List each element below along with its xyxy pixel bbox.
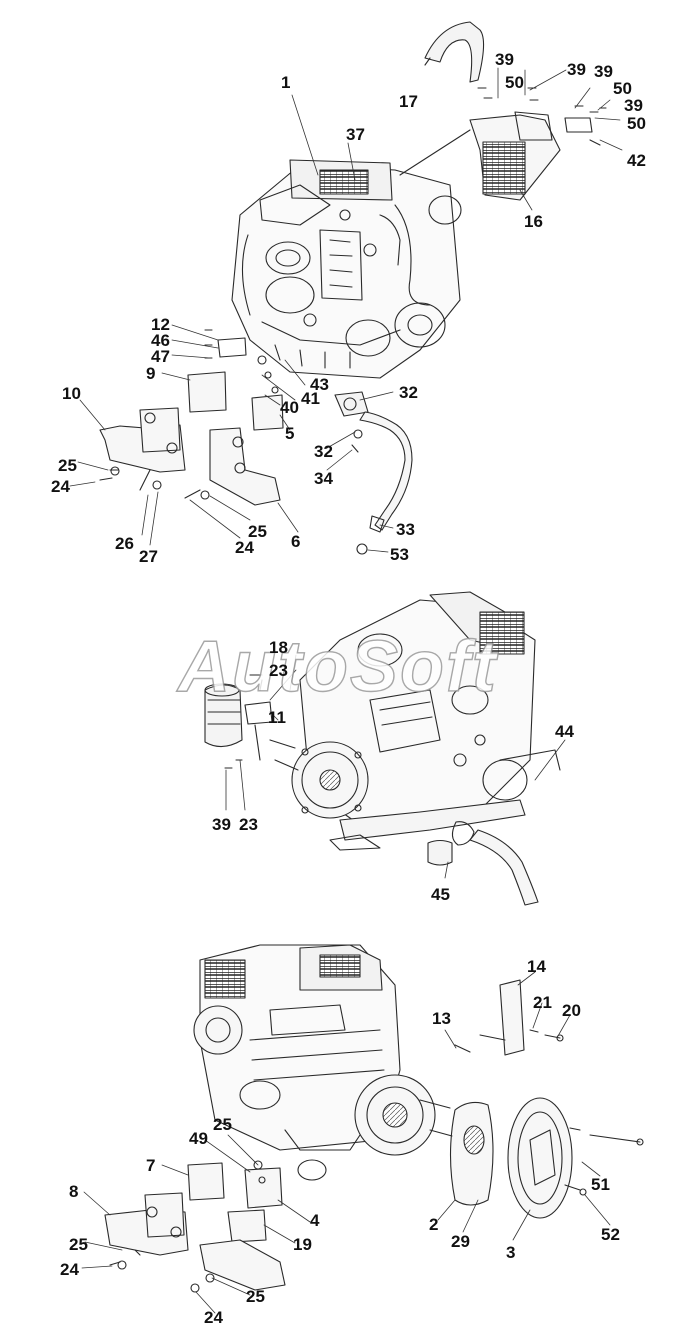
callout-label: 8 xyxy=(69,1182,79,1201)
callout-label: 44 xyxy=(555,722,574,741)
engine-view-middle xyxy=(204,591,561,906)
callout-label: 47 xyxy=(151,347,170,366)
callout-label: 43 xyxy=(310,375,329,394)
callout-label: 23 xyxy=(269,661,288,680)
callout-label: 10 xyxy=(62,384,81,403)
callout-label: 39 xyxy=(495,50,514,69)
callout-label: 50 xyxy=(613,79,632,98)
callout-label: 11 xyxy=(268,708,286,727)
callout-label: 7 xyxy=(146,1156,156,1175)
callout-label: 23 xyxy=(239,815,258,834)
callout-label: 24 xyxy=(204,1308,223,1327)
callout-label: 46 xyxy=(151,331,170,350)
callout-label: 32 xyxy=(399,383,418,402)
callout-label: 39 xyxy=(212,815,231,834)
callout-label: 5 xyxy=(285,424,295,443)
callout-label: 25 xyxy=(246,1287,265,1306)
callout-label: 41 xyxy=(301,389,320,408)
callout-label: 53 xyxy=(390,545,409,564)
callout-label: 24 xyxy=(60,1260,79,1279)
callout-label: 13 xyxy=(432,1009,451,1028)
callout-label: 14 xyxy=(527,957,546,976)
callout-label: 24 xyxy=(51,477,70,496)
callout-label: 17 xyxy=(399,92,418,111)
callout-label: 19 xyxy=(293,1235,312,1254)
callout-label: 24 xyxy=(235,538,254,557)
callout-label: 49 xyxy=(189,1129,208,1148)
callout-label: 50 xyxy=(627,114,646,133)
callout-label: 29 xyxy=(451,1232,470,1251)
engine-view-bottom xyxy=(104,944,644,1293)
callout-label: 1 xyxy=(281,73,291,92)
callout-label: 34 xyxy=(314,469,333,488)
callout-label: 16 xyxy=(524,212,543,231)
callout-label: 3 xyxy=(506,1243,516,1262)
callout-label: 27 xyxy=(139,547,158,566)
callout-label: 39 xyxy=(594,62,613,81)
engine-view-top xyxy=(99,21,607,555)
callout-label: 42 xyxy=(627,151,646,170)
watermark-text: AutoSoft xyxy=(177,626,498,707)
callout-label: 18 xyxy=(269,638,288,657)
callout-label: 51 xyxy=(591,1175,610,1194)
callout-label: 26 xyxy=(115,534,134,553)
callout-label: 50 xyxy=(505,73,524,92)
callout-label: 52 xyxy=(601,1225,620,1244)
callout-label: 25 xyxy=(248,522,267,541)
callout-label: 12 xyxy=(151,315,170,334)
callout-label: 25 xyxy=(213,1115,232,1134)
callout-label: 4 xyxy=(310,1211,320,1230)
callout-label: 6 xyxy=(291,532,301,551)
leader-lines xyxy=(69,67,623,1314)
callout-label: 20 xyxy=(562,1001,581,1020)
callout-label: 21 xyxy=(533,993,552,1012)
callout-label: 45 xyxy=(431,885,450,904)
callout-label: 25 xyxy=(69,1235,88,1254)
callout-label: 25 xyxy=(58,456,77,475)
callout-label: 40 xyxy=(280,398,299,417)
callout-label: 2 xyxy=(429,1215,439,1234)
callout-label: 33 xyxy=(396,520,415,539)
callout-label: 39 xyxy=(624,96,643,115)
callout-label: 39 xyxy=(567,60,586,79)
callout-label: 32 xyxy=(314,442,333,461)
callout-label: 9 xyxy=(146,364,156,383)
callout-label: 37 xyxy=(346,125,365,144)
